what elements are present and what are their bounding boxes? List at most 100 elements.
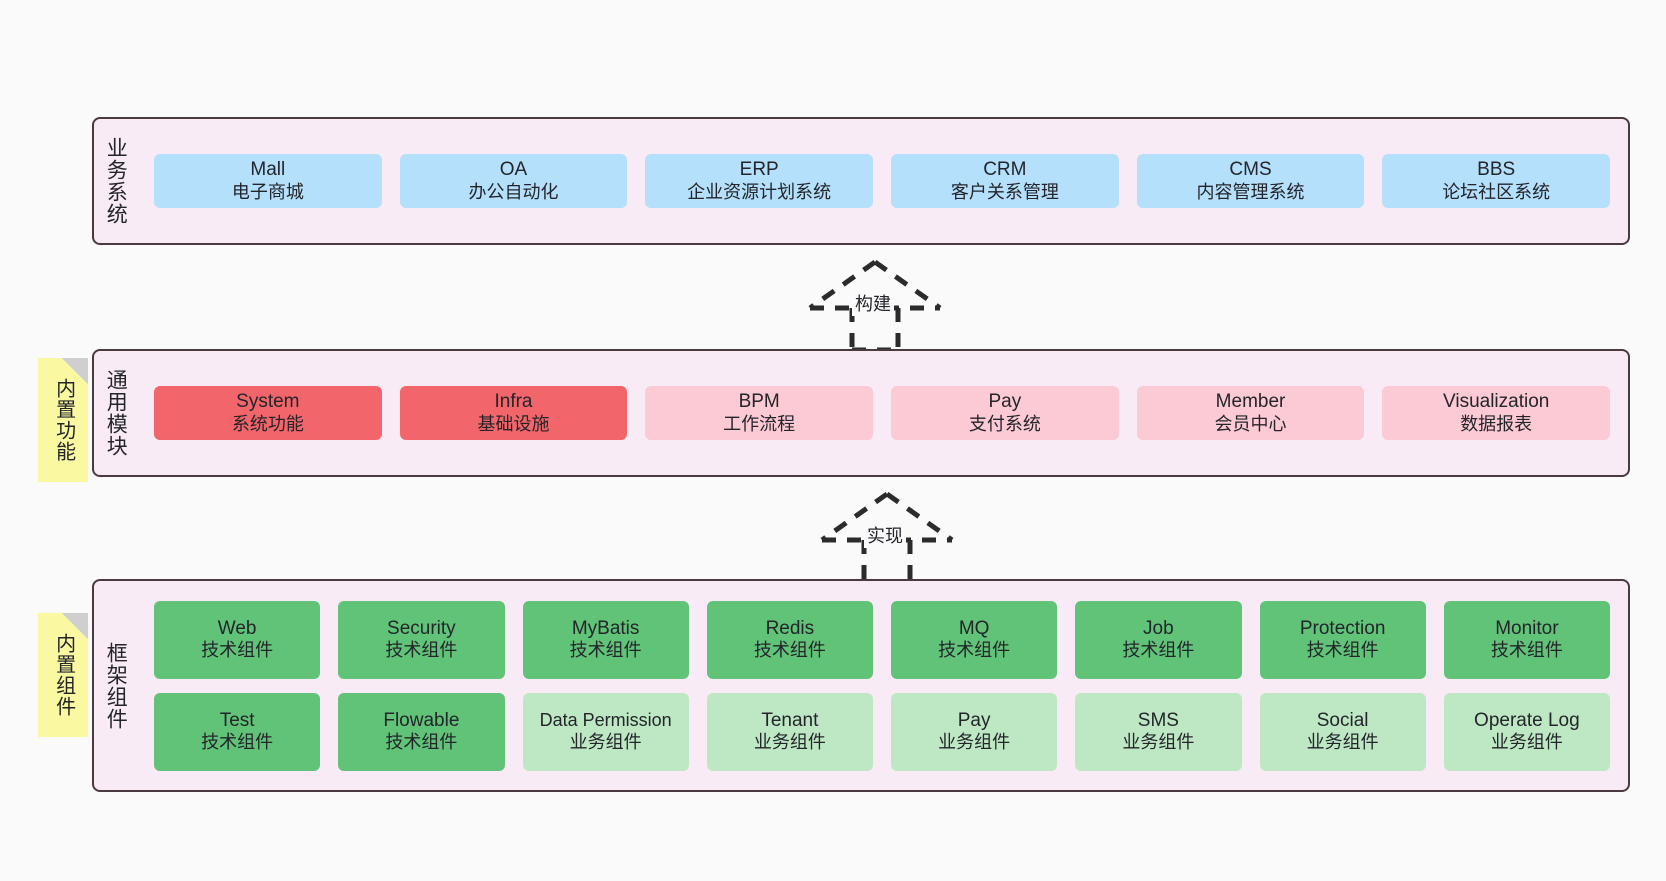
node-title: SMS xyxy=(1137,709,1179,731)
node-flowable[interactable]: Flowable 技术组件 xyxy=(338,692,505,771)
node-subtitle: 业务组件 xyxy=(1306,732,1379,753)
sticky-note-label: 内置功能 xyxy=(52,378,75,462)
node-mybatis[interactable]: MyBatis 技术组件 xyxy=(522,600,689,679)
node-subtitle: 系统功能 xyxy=(231,413,304,434)
node-oa[interactable]: OA 办公自动化 xyxy=(399,154,628,208)
node-subtitle: 基础设施 xyxy=(477,413,550,434)
node-security[interactable]: Security 技术组件 xyxy=(338,600,505,679)
node-row: Web 技术组件 Security 技术组件 MyBatis 技术组件 Redi… xyxy=(154,600,1610,679)
connector-build: 构建 xyxy=(800,258,950,353)
node-title: Infra xyxy=(494,391,533,413)
node-protection[interactable]: Protection 技术组件 xyxy=(1259,600,1426,679)
sticky-note-builtin-function: 内置功能 xyxy=(38,358,88,482)
layer-title-business-system: 业务系统 xyxy=(104,137,128,225)
node-social[interactable]: Social 业务组件 xyxy=(1259,692,1426,771)
node-subtitle: 技术组件 xyxy=(201,732,274,753)
node-subtitle: 技术组件 xyxy=(569,640,642,661)
node-redis[interactable]: Redis 技术组件 xyxy=(706,600,873,679)
node-subtitle: 业务组件 xyxy=(569,731,642,752)
node-test[interactable]: Test 技术组件 xyxy=(154,692,321,771)
node-subtitle: 论坛社区系统 xyxy=(1442,181,1551,202)
node-row: Test 技术组件 Flowable 技术组件 Data Permission … xyxy=(154,692,1610,771)
node-tenant[interactable]: Tenant 业务组件 xyxy=(706,692,873,771)
node-data-permission[interactable]: Data Permission 业务组件 xyxy=(522,692,689,771)
node-title: MyBatis xyxy=(571,617,640,639)
node-web[interactable]: Web 技术组件 xyxy=(154,600,321,679)
node-job[interactable]: Job 技术组件 xyxy=(1075,600,1242,679)
node-subtitle: 技术组件 xyxy=(753,640,826,661)
node-title: Security xyxy=(387,617,456,639)
node-crm[interactable]: CRM 客户关系管理 xyxy=(891,154,1119,208)
node-subtitle: 技术组件 xyxy=(1122,640,1195,661)
node-monitor[interactable]: Monitor 技术组件 xyxy=(1443,600,1610,679)
node-system[interactable]: System 系统功能 xyxy=(154,386,382,440)
node-member[interactable]: Member 会员中心 xyxy=(1136,386,1365,440)
node-bpm[interactable]: BPM 工作流程 xyxy=(645,386,874,440)
layer-body-business-system: Mall 电子商城 OA 办公自动化 ERP 企业资源计划系统 CRM 客户关系… xyxy=(136,119,1628,243)
node-subtitle: 客户关系管理 xyxy=(950,181,1059,202)
connector-build-label: 构建 xyxy=(852,290,894,316)
node-title: BBS xyxy=(1477,159,1516,181)
layer-title-framework-component: 框架组件 xyxy=(104,641,128,730)
connector-implement: 实现 xyxy=(812,490,962,585)
node-subtitle: 技术组件 xyxy=(938,640,1011,661)
node-subtitle: 工作流程 xyxy=(723,413,796,434)
node-subtitle: 电子商城 xyxy=(231,181,304,202)
node-title: Protection xyxy=(1299,617,1386,639)
node-operate-log[interactable]: Operate Log 业务组件 xyxy=(1443,692,1610,771)
node-subtitle: 技术组件 xyxy=(201,640,274,661)
node-bbs[interactable]: BBS 论坛社区系统 xyxy=(1382,154,1611,208)
node-title: BPM xyxy=(738,391,780,413)
node-visualization[interactable]: Visualization 数据报表 xyxy=(1382,386,1611,440)
node-title: Monitor xyxy=(1495,617,1559,639)
node-erp[interactable]: ERP 企业资源计划系统 xyxy=(645,154,874,208)
node-pay-module[interactable]: Pay 支付系统 xyxy=(891,386,1119,440)
node-cms[interactable]: CMS 内容管理系统 xyxy=(1136,154,1365,208)
sticky-note-builtin-component: 内置组件 xyxy=(38,613,88,737)
layer-body-common-module: System 系统功能 Infra 基础设施 BPM 工作流程 Pay 支付系统… xyxy=(136,351,1628,475)
layer-business-system: 业务系统 Mall 电子商城 OA 办公自动化 ERP 企业资源计划系统 CRM… xyxy=(92,117,1630,245)
node-subtitle: 业务组件 xyxy=(1490,732,1563,753)
node-title: System xyxy=(236,391,300,413)
node-subtitle: 办公自动化 xyxy=(468,181,559,202)
layer-title-common-module: 通用模块 xyxy=(104,369,128,457)
node-subtitle: 支付系统 xyxy=(968,413,1041,434)
node-subtitle: 企业资源计划系统 xyxy=(687,181,832,202)
node-title: ERP xyxy=(739,159,779,181)
node-title: Visualization xyxy=(1443,391,1550,413)
node-subtitle: 内容管理系统 xyxy=(1196,181,1305,202)
node-subtitle: 技术组件 xyxy=(1306,640,1379,661)
node-mq[interactable]: MQ 技术组件 xyxy=(891,600,1058,679)
layer-framework-component: 框架组件 Web 技术组件 Security 技术组件 MyBatis 技术组件… xyxy=(92,579,1630,792)
node-sms[interactable]: SMS 业务组件 xyxy=(1075,692,1242,771)
node-title: Data Permission xyxy=(539,709,672,730)
connector-implement-label: 实现 xyxy=(864,522,906,548)
node-infra[interactable]: Infra 基础设施 xyxy=(399,386,628,440)
node-subtitle: 业务组件 xyxy=(938,732,1011,753)
implement-arrowhead-triangle xyxy=(820,491,954,543)
node-pay-component[interactable]: Pay 业务组件 xyxy=(891,692,1058,771)
sticky-note-label: 内置组件 xyxy=(52,633,75,717)
node-mall[interactable]: Mall 电子商城 xyxy=(154,154,382,208)
build-arrowhead-triangle xyxy=(808,259,942,311)
node-title: Mall xyxy=(250,159,286,181)
node-title: MQ xyxy=(958,617,990,639)
node-title: Job xyxy=(1143,617,1174,639)
node-subtitle: 数据报表 xyxy=(1460,413,1533,434)
node-title: Tenant xyxy=(761,709,819,731)
node-title: Social xyxy=(1316,709,1369,731)
node-subtitle: 技术组件 xyxy=(385,732,458,753)
node-row: System 系统功能 Infra 基础设施 BPM 工作流程 Pay 支付系统… xyxy=(154,386,1611,440)
node-title: OA xyxy=(499,159,528,181)
node-subtitle: 业务组件 xyxy=(753,732,826,753)
node-title: CRM xyxy=(983,159,1027,181)
node-subtitle: 技术组件 xyxy=(385,640,458,661)
node-title: Pay xyxy=(957,709,991,731)
node-title: Operate Log xyxy=(1474,709,1580,731)
node-subtitle: 会员中心 xyxy=(1214,413,1287,434)
node-title: CMS xyxy=(1229,159,1272,181)
node-row: Mall 电子商城 OA 办公自动化 ERP 企业资源计划系统 CRM 客户关系… xyxy=(154,154,1611,208)
node-title: Redis xyxy=(765,617,815,639)
node-title: Member xyxy=(1215,391,1286,413)
